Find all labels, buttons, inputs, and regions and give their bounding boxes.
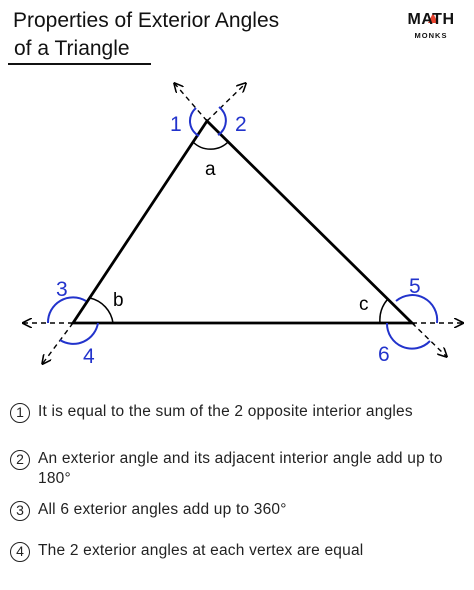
page-title-line-2: of a Triangle xyxy=(14,37,130,60)
interior-arc-a xyxy=(192,140,230,150)
logo-main-text: MATH xyxy=(407,11,455,28)
exterior-arc-4 xyxy=(59,322,99,345)
property-item-2: 2 An exterior angle and its adjacent int… xyxy=(10,449,458,489)
label-c: c xyxy=(359,294,369,315)
exterior-arc-6 xyxy=(385,322,431,350)
extension-top-left xyxy=(175,84,208,122)
property-item-4: 4 The 2 exterior angles at each vertex a… xyxy=(10,541,458,562)
property-text: An exterior angle and its adjacent inter… xyxy=(38,450,443,487)
exterior-arc-1 xyxy=(189,107,200,137)
exterior-arc-2 xyxy=(217,106,227,136)
label-1: 1 xyxy=(170,113,182,136)
logo-sub-text: MONKS xyxy=(414,31,448,40)
property-item-1: 1 It is equal to the sum of the 2 opposi… xyxy=(10,402,458,423)
label-5: 5 xyxy=(409,275,421,298)
label-2: 2 xyxy=(235,113,247,136)
title-underline xyxy=(8,63,151,65)
property-text: It is equal to the sum of the 2 opposite… xyxy=(38,403,413,420)
property-text: The 2 exterior angles at each vertex are… xyxy=(38,542,364,559)
math-monks-logo: MATH MONKS xyxy=(402,12,460,50)
interior-arc-b xyxy=(89,297,114,324)
logo-triangle-icon xyxy=(428,13,438,23)
triangle xyxy=(70,118,416,325)
label-4: 4 xyxy=(83,345,95,368)
exterior-arc-3 xyxy=(46,296,87,324)
property-text: All 6 exterior angles add up to 360° xyxy=(38,501,287,518)
label-6: 6 xyxy=(378,343,390,366)
property-number-badge: 4 xyxy=(10,542,30,562)
property-item-3: 3 All 6 exterior angles add up to 360° xyxy=(10,500,458,521)
label-a: a xyxy=(205,159,216,180)
extension-right-diagonal xyxy=(411,322,446,356)
property-number-badge: 1 xyxy=(10,403,30,423)
interior-arc-c xyxy=(379,299,388,324)
triangle-diagram: a b c 1 2 3 4 5 6 xyxy=(0,70,474,368)
page-title-line-1: Properties of Exterior Angles xyxy=(13,9,280,32)
exterior-arc-5 xyxy=(395,294,439,324)
property-number-badge: 3 xyxy=(10,501,30,521)
label-3: 3 xyxy=(56,278,68,301)
property-number-badge: 2 xyxy=(10,450,30,470)
label-b: b xyxy=(113,290,124,311)
